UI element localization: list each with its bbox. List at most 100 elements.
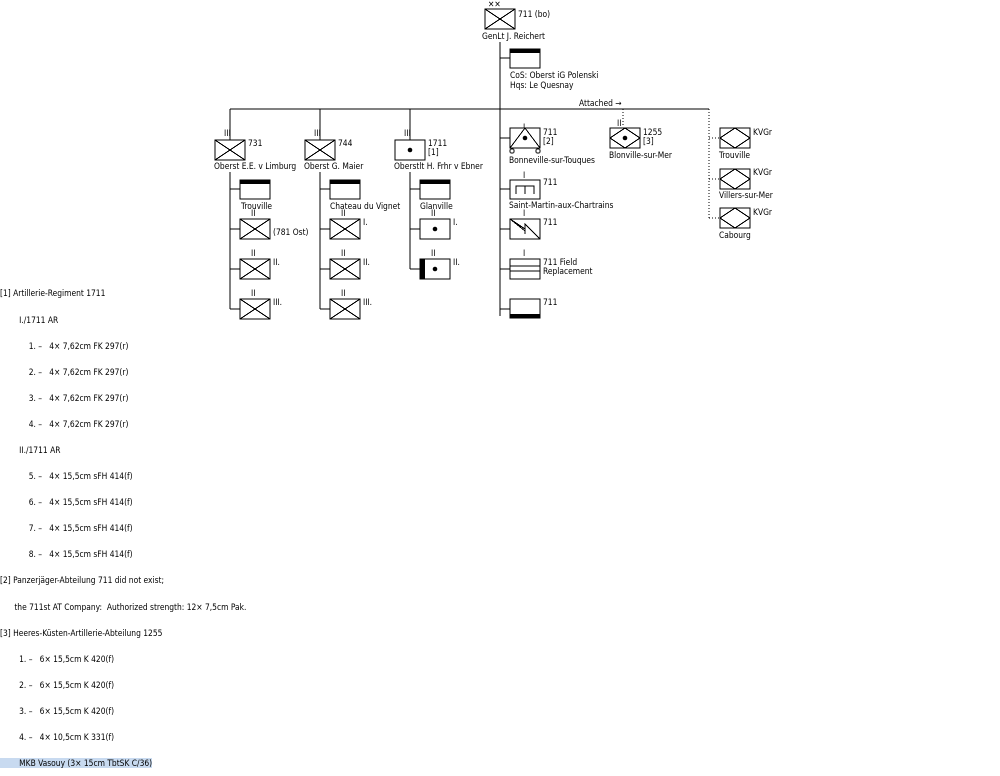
footnote-line: 3. – 4× 7,62cm FK 297(r) xyxy=(0,392,129,403)
svg-text:I: I xyxy=(523,248,525,258)
kvgr-symbol xyxy=(719,127,751,149)
footnote-line: 3. – 6× 15,5cm K 420(f) xyxy=(0,705,115,716)
battalion-symbol: II xyxy=(329,208,361,240)
regiment-commander: Oberst G. Maier xyxy=(304,161,364,171)
kvgr-location: Cabourg xyxy=(719,230,751,240)
footnote-line: MKB Vasouy (3× 15cm TbtSK C/36) xyxy=(0,758,246,769)
footnote-line: 2. – 4× 7,62cm FK 297(r) xyxy=(0,366,129,377)
attached-location: Blonville-sur-Mer xyxy=(609,150,673,160)
footnote-line: 6. – 4× 15,5cm sFH 414(f) xyxy=(0,497,133,508)
attached-number: 1255 xyxy=(643,127,662,137)
battalion-label: III. xyxy=(363,297,372,307)
battalion-symbol: II xyxy=(329,248,361,280)
battalion-label: I. xyxy=(453,217,458,227)
hq-symbol xyxy=(509,48,541,69)
battalion-label: I. xyxy=(363,217,368,227)
engineer-unit-symbol: I xyxy=(509,170,541,200)
svg-text:III: III xyxy=(314,128,321,138)
battalion-symbol: II xyxy=(239,248,271,280)
unit-note: [2] xyxy=(543,136,554,146)
division-label: 711 (bo) xyxy=(518,9,550,19)
svg-text:II: II xyxy=(431,208,435,218)
unit-number: 711 xyxy=(543,297,558,307)
svg-text:II: II xyxy=(341,248,345,258)
regiment-731-symbol: III xyxy=(214,128,246,161)
svg-text:✕✕: ✕✕ xyxy=(488,0,501,9)
hq-hqs: Hqs: Le Quesnay xyxy=(510,80,574,90)
regiment-hq-symbol xyxy=(329,179,361,200)
regiment-hq-symbol xyxy=(239,179,271,200)
unit-number: 711 xyxy=(543,177,558,187)
battalion-label: II. xyxy=(453,257,460,267)
battalion-symbol: II xyxy=(239,208,271,240)
kvgr-label: KVGr xyxy=(753,207,773,217)
battalion-label: II. xyxy=(363,257,370,267)
svg-text:II: II xyxy=(617,118,621,128)
regiment-note: [1] xyxy=(428,147,439,157)
supply-unit-symbol xyxy=(509,298,541,319)
svg-text:I: I xyxy=(523,170,525,180)
regiment-hq-location: Chateau du Vignet xyxy=(330,201,400,211)
unit-number: 711 xyxy=(543,127,558,137)
regiment-commander: Oberst E.E. v Limburg xyxy=(214,161,296,171)
footnote-line: 4. – 4× 10,5cm K 331(f) xyxy=(0,732,115,742)
svg-text:III: III xyxy=(224,128,231,138)
svg-text:I: I xyxy=(523,122,525,132)
svg-text:I: I xyxy=(523,208,525,218)
regiment-number: 744 xyxy=(338,138,353,148)
kvgr-label: KVGr xyxy=(753,167,773,177)
attached-label: Attached → xyxy=(579,98,622,108)
footnote-line: 4. – 4× 7,62cm FK 297(r) xyxy=(0,418,129,429)
footnote-line: 1. – 6× 15,5cm K 420(f) xyxy=(0,653,115,664)
division-symbol: ✕✕ xyxy=(484,0,516,30)
battalion-symbol: II xyxy=(329,288,361,320)
battalion-label: (781 Ost) xyxy=(273,227,309,237)
coastal-artillery-symbol: II xyxy=(609,118,641,149)
regiment-commander: Oberstlt H. Frhr v Ebner xyxy=(394,161,484,171)
footnote-line: [1] Artillerie-Regiment 1711 xyxy=(0,288,106,299)
unit-number: 711 Field xyxy=(543,257,577,267)
battalion-label: III. xyxy=(273,297,282,307)
division-commander: GenLt J. Reichert xyxy=(482,31,545,41)
artillery-battalion-symbol: II xyxy=(419,248,451,280)
svg-text:II: II xyxy=(431,248,435,258)
regiment-hq-symbol xyxy=(419,179,451,200)
unit-location: Saint-Martin-aux-Chartrains xyxy=(509,200,614,210)
antitank-unit-symbol: I xyxy=(509,122,541,154)
footnote-line: 8. – 4× 15,5cm sFH 414(f) xyxy=(0,549,133,560)
battalion-symbol: II xyxy=(239,288,271,320)
svg-text:III: III xyxy=(404,128,411,138)
regiment-number: 1711 xyxy=(428,138,447,148)
regiment-hq-location: Trouville xyxy=(240,201,272,211)
footnotes: [1] Artillerie-Regiment 1711 I./1711 AR … xyxy=(0,272,246,776)
kvgr-label: KVGr xyxy=(753,127,773,137)
kvgr-location: Villers-sur-Mer xyxy=(719,190,774,200)
regiment-hq-location: Glanville xyxy=(420,201,453,211)
regiment-number: 731 xyxy=(248,138,263,148)
highlighted-text: MKB Vasouy (3× 15cm TbtSK C/36) xyxy=(0,758,153,769)
battalion-label: II. xyxy=(273,257,280,267)
unit-location: Bonneville-sur-Touques xyxy=(509,155,595,165)
regiment-1711-symbol: III xyxy=(394,128,426,161)
order-of-battle-diagram: ✕✕ 711 (bo) GenLt J. Reichert CoS: Obers… xyxy=(214,0,774,320)
footnote-line: 7. – 4× 15,5cm sFH 414(f) xyxy=(0,523,133,534)
kvgr-symbol xyxy=(719,168,751,190)
footnote-line: II./1711 AR xyxy=(0,444,61,455)
kvgr-location: Trouville xyxy=(718,150,750,160)
field-replacement-symbol: I xyxy=(509,248,541,280)
regiment-744-symbol: III xyxy=(304,128,336,161)
unit-number: 711 xyxy=(543,217,558,227)
unit-line2: Replacement xyxy=(543,266,593,276)
footnote-line: 5. – 4× 15,5cm sFH 414(f) xyxy=(0,471,133,482)
signals-unit-symbol: I xyxy=(509,208,541,240)
hq-cos: CoS: Oberst iG Polenski xyxy=(510,70,598,80)
footnote-line: the 711st AT Company: Authorized strengt… xyxy=(0,601,247,612)
svg-text:II: II xyxy=(251,248,255,258)
svg-text:II: II xyxy=(341,208,345,218)
footnote-line: 2. – 6× 15,5cm K 420(f) xyxy=(0,679,115,690)
footnote-line: [2] Panzerjäger-Abteilung 711 did not ex… xyxy=(0,575,164,586)
footnote-line: 1. – 4× 7,62cm FK 297(r) xyxy=(0,340,129,351)
footnote-line: [3] Heeres-Küsten-Artillerie-Abteilung 1… xyxy=(0,627,163,638)
svg-text:II: II xyxy=(341,288,345,298)
svg-text:II: II xyxy=(251,208,255,218)
